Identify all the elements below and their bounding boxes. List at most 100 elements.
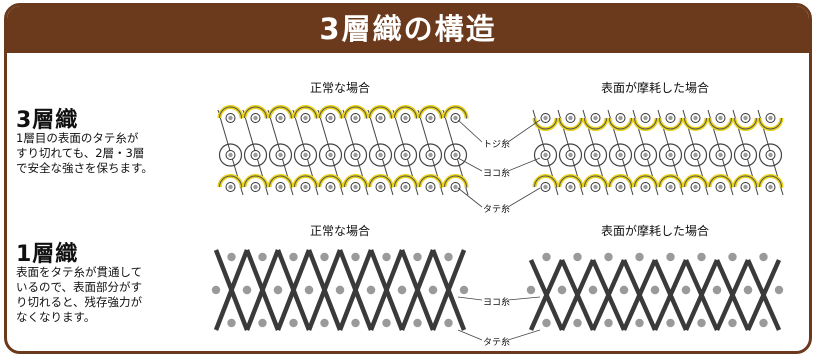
- weft-yarn-core: [668, 152, 673, 158]
- weft-yarn: [542, 252, 551, 262]
- weft-yarn: [227, 318, 236, 328]
- warp-yarn-outline: [584, 175, 607, 188]
- weft-yarn: [728, 318, 737, 328]
- label-leader-line: [457, 119, 483, 143]
- label-leader-line: [457, 187, 483, 208]
- weft-yarn: [697, 252, 706, 262]
- middle-warp-yarn: [343, 143, 368, 167]
- warp-yarn-outline: [269, 175, 292, 188]
- weft-yarn-core: [303, 115, 308, 121]
- weft-yarn-core: [743, 184, 748, 190]
- single-layer-desc-line: 表面をタテ糸が貫通して: [16, 265, 143, 279]
- warp-yarn: [368, 249, 405, 331]
- warp-yarn-outline: [534, 117, 557, 130]
- weft-yarn-core: [543, 152, 548, 158]
- weft-yarn-core: [718, 115, 723, 121]
- weft-yarn-core: [768, 115, 773, 121]
- warp-yarn-outline: [659, 117, 682, 130]
- weft-yarn: [604, 252, 613, 262]
- warp-yarn-outline: [659, 175, 682, 188]
- weft-yarn: [289, 252, 298, 262]
- weft-yarn-core: [768, 184, 773, 190]
- warp-yarn: [528, 259, 565, 331]
- label-leader-line: [507, 119, 541, 143]
- weft-yarn: [413, 252, 422, 262]
- weft-yarn: [444, 252, 453, 262]
- weft-yarn: [413, 318, 422, 328]
- weft-yarn: [604, 318, 613, 328]
- warp-yarn-outline: [319, 175, 342, 188]
- warp-yarn-outline: [394, 106, 417, 119]
- weft-yarn-core: [228, 152, 233, 158]
- warp-yarn-outline: [609, 175, 632, 188]
- warp-yarn-outline: [394, 175, 417, 188]
- warp-yarn: [399, 249, 436, 331]
- middle-warp-yarn: [558, 143, 583, 167]
- weft-yarn-core: [593, 184, 598, 190]
- weft-yarn-core: [253, 152, 258, 158]
- warp-yarn-outline: [584, 117, 607, 130]
- weft-yarn: [211, 285, 221, 295]
- middle-warp-yarn: [418, 143, 443, 167]
- yoko-yarn-label-3layer: ヨコ糸: [483, 169, 511, 179]
- middle-warp-yarn: [708, 143, 733, 167]
- warp-yarn-outline: [709, 175, 732, 188]
- warp-yarn: [244, 249, 281, 331]
- middle-warp-yarn: [608, 143, 633, 167]
- weft-yarn-core: [353, 115, 358, 121]
- middle-warp-yarn: [683, 143, 708, 167]
- single-layer-desc-line: り切れると、残存強力が: [16, 295, 143, 309]
- weft-yarn: [650, 285, 660, 295]
- warp-yarn-outline: [444, 175, 467, 188]
- weft-yarn-core: [543, 184, 548, 190]
- middle-warp-yarn: [243, 143, 268, 167]
- weft-yarn-core: [228, 115, 233, 121]
- weft-yarn-core: [428, 184, 433, 190]
- weft-yarn-core: [303, 184, 308, 190]
- weft-yarn: [351, 318, 360, 328]
- weft-yarn-core: [378, 184, 383, 190]
- weft-yarn: [273, 285, 283, 295]
- weft-yarn-core: [328, 152, 333, 158]
- weft-yarn-core: [453, 152, 458, 158]
- weft-yarn-core: [568, 152, 573, 158]
- warp-yarn: [714, 259, 751, 331]
- warp-yarn-outline: [734, 175, 757, 188]
- warp-yarn: [745, 259, 782, 331]
- weft-yarn-core: [693, 184, 698, 190]
- weft-yarn-core: [253, 184, 258, 190]
- three-layer-description: 1層目の表面のタテ糸が すり切れても、2層・3層 で安全な強さを保ちます。: [16, 131, 153, 176]
- middle-warp-yarn: [268, 143, 293, 167]
- weft-yarn: [444, 318, 453, 328]
- weft-yarn: [366, 285, 376, 295]
- weft-yarn: [320, 318, 329, 328]
- middle-warp-yarn: [633, 143, 658, 167]
- weft-yarn-core: [428, 115, 433, 121]
- warp-yarn: [652, 259, 689, 331]
- weft-yarn-core: [428, 152, 433, 158]
- three-layer-normal-caption: 正常な場合: [309, 81, 370, 95]
- weft-yarn-core: [593, 152, 598, 158]
- tate-yarn-label-1layer: タテ糸: [483, 338, 511, 348]
- weft-yarn-core: [643, 152, 648, 158]
- weft-yarn-core: [328, 184, 333, 190]
- middle-warp-yarn: [733, 143, 758, 167]
- weft-yarn-core: [668, 184, 673, 190]
- weft-yarn-core: [718, 184, 723, 190]
- warp-yarn: [337, 249, 374, 331]
- weft-yarn-core: [278, 152, 283, 158]
- weft-yarn: [635, 252, 644, 262]
- weft-yarn-core: [768, 152, 773, 158]
- weft-yarn: [320, 252, 329, 262]
- warp-yarn: [590, 259, 627, 331]
- weft-yarn: [697, 318, 706, 328]
- weft-yarn: [573, 318, 582, 328]
- weft-yarn: [557, 285, 567, 295]
- weft-yarn-core: [403, 152, 408, 158]
- weft-yarn-core: [568, 184, 573, 190]
- weft-yarn-core: [743, 115, 748, 121]
- weft-yarn: [397, 285, 407, 295]
- tate-yarn-label-3layer: タテ糸: [483, 205, 511, 215]
- weft-yarn-core: [453, 115, 458, 121]
- weft-yarn: [666, 318, 675, 328]
